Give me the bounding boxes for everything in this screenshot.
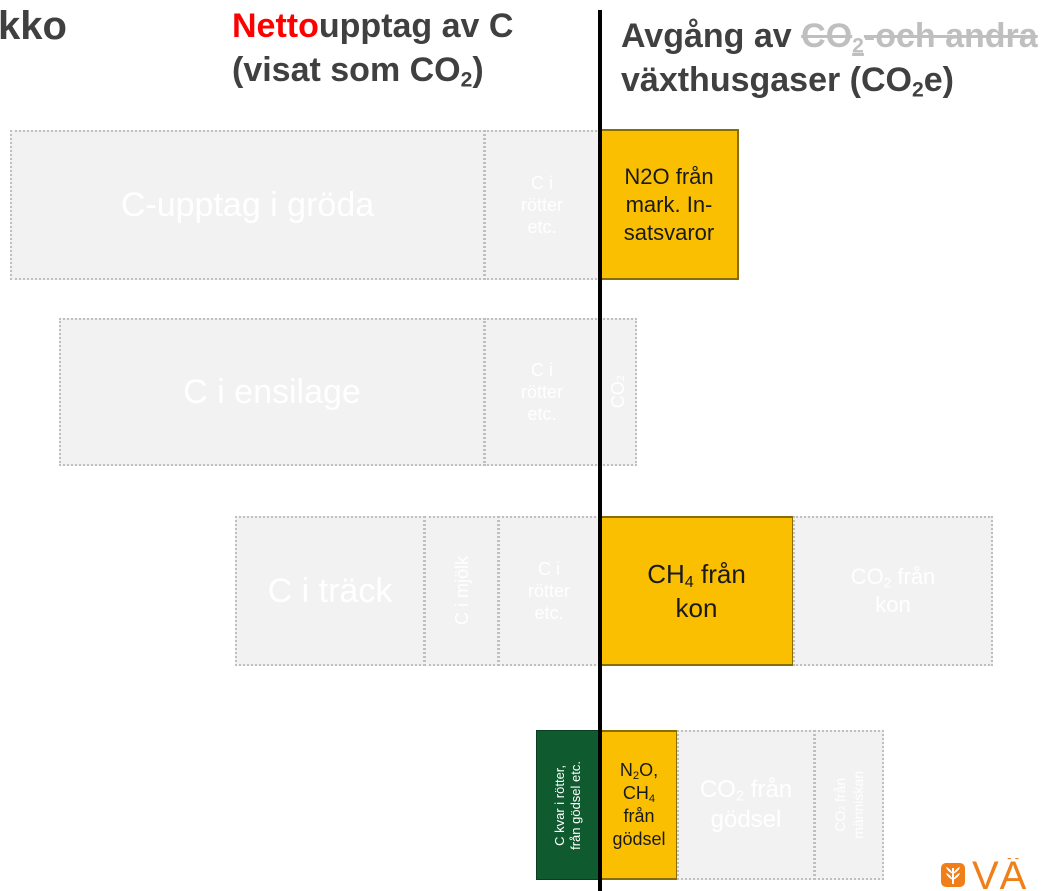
logo-text: VÄ (972, 858, 1028, 891)
net-uptake-header: Nettoupptag av C (visat som CO2) (232, 7, 514, 92)
silage-box: C i ensilage (59, 318, 485, 466)
co2-cow-box: CO2 från kon (793, 516, 993, 666)
leaf-logo-icon (941, 863, 965, 887)
n2o-ch4-manure-box: N2O, CH4 från gödsel (600, 730, 678, 880)
roots-box-row1: C i rötter etc. (484, 130, 600, 280)
carbon-left-box: C kvar i rötter, från gödsel etc. (536, 730, 600, 880)
page-title-fragment: kko (0, 4, 67, 48)
crop-uptake-box: C-upptag i gröda (10, 130, 485, 280)
feces-box: C i träck (235, 516, 425, 666)
milk-box: C i mjölk (424, 516, 499, 666)
co2-manure-box: CO2 från gödsel (677, 730, 815, 880)
n2o-soil-box: N2O från mark. In- satsvaror (599, 129, 739, 280)
divider-line (598, 10, 602, 891)
ch4-cow-box: CH4 från kon (599, 516, 794, 666)
logo: VÄ (940, 858, 1062, 891)
emission-header: Avgång av CO2-och andra växthusgaser (CO… (621, 17, 1038, 102)
co2-human-box: CO2 från människan (814, 730, 884, 880)
roots-box-row2: C i rötter etc. (484, 318, 600, 466)
roots-box-row3: C i rötter etc. (498, 516, 600, 666)
net-emphasis: Netto (232, 7, 319, 45)
struck-text: CO2-och andra (801, 17, 1038, 58)
co2-silage-box: CO2 (599, 318, 637, 466)
